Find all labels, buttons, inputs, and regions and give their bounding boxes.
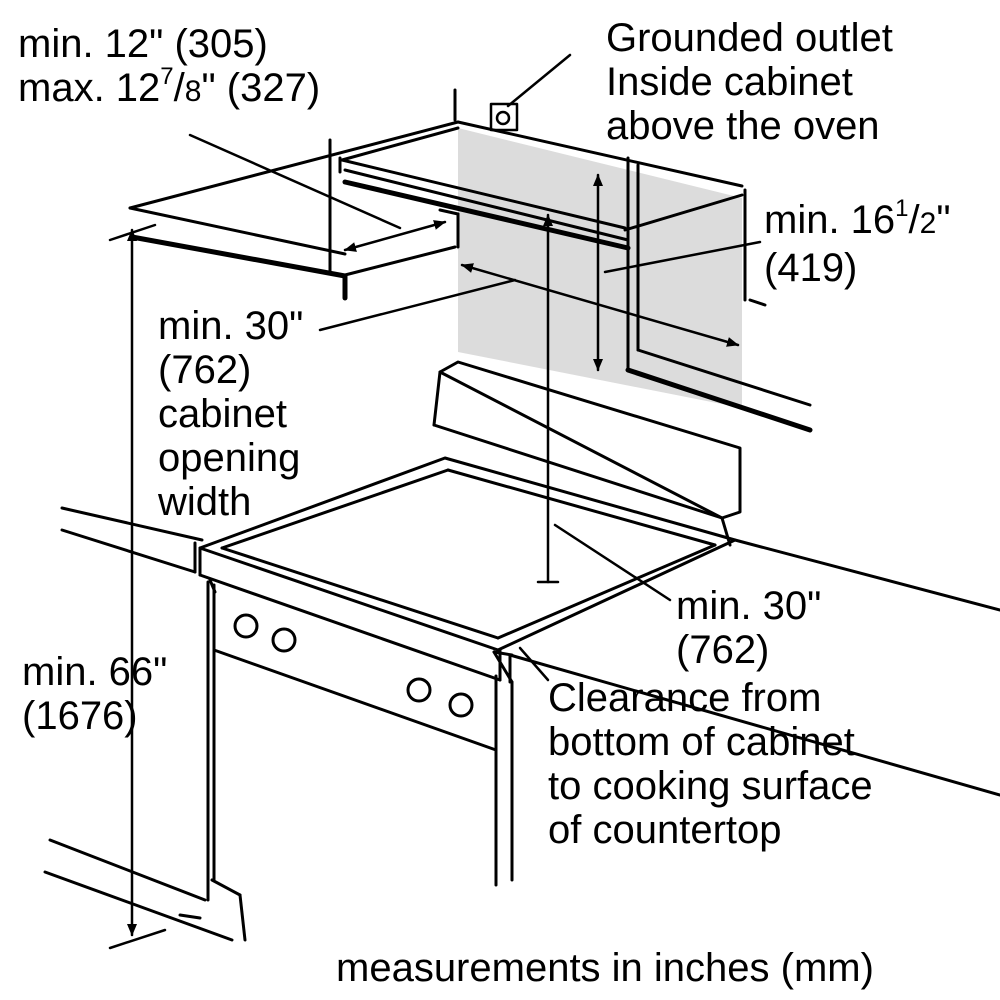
label-line: min. 161/2"	[764, 195, 951, 246]
label-units-footer: measurements in inches (mm)	[336, 946, 874, 990]
label-line: opening	[158, 436, 301, 480]
overhead-cabinet-left	[128, 88, 460, 301]
fraction-denominator: 8	[184, 75, 202, 108]
label-line: min. 12" (305)	[18, 22, 268, 66]
label-line: bottom of cabinet	[548, 720, 855, 764]
label-clearance-description: Clearance from bottom of cabinet to cook…	[548, 676, 873, 852]
label-line: of countertop	[548, 808, 782, 852]
shaded-wall-area	[458, 128, 742, 408]
label-line: Grounded outlet	[606, 16, 893, 60]
label-line: width	[158, 480, 252, 524]
label-clearance-value: min. 30" (762)	[676, 584, 821, 672]
label-line: (762)	[676, 628, 770, 672]
knob-icon	[271, 627, 297, 653]
fraction-numerator: 7	[160, 63, 174, 90]
dimension-cabinet-12	[188, 133, 447, 252]
label-line: Inside cabinet	[606, 60, 853, 104]
label-cabinet-depth-12: min. 12" (305) max. 127/8" (327)	[18, 22, 320, 114]
label-line: (419)	[764, 246, 858, 290]
label-line: above the oven	[606, 104, 880, 148]
label-overall-height: min. 66" (1676)	[22, 650, 167, 738]
dimension-opening-width	[318, 263, 740, 347]
leader-clearance	[518, 646, 550, 682]
cabinet-bottom-edges	[340, 120, 744, 251]
label-line: (1676)	[22, 694, 138, 738]
label-line: min. 30"	[676, 584, 822, 628]
label-fragment: max. 12	[18, 66, 161, 110]
fraction-denominator: 2	[919, 207, 937, 240]
fraction-separator: /	[908, 198, 920, 242]
label-line: cabinet	[158, 392, 287, 436]
label-opening-width: min. 30" (762) cabinet opening width	[158, 304, 303, 524]
label-fragment: min. 16	[764, 198, 896, 242]
knob-icon	[406, 677, 432, 703]
label-fragment: " (327)	[201, 66, 321, 110]
dimension-overall-height	[108, 223, 167, 950]
label-line: to cooking surface	[548, 764, 873, 808]
range-body	[198, 456, 737, 902]
label-fragment: "	[936, 198, 951, 242]
label-line: max. 127/8" (327)	[18, 63, 321, 114]
range-backguard	[432, 360, 742, 547]
fraction-numerator: 1	[895, 195, 909, 222]
control-knobs	[233, 613, 474, 718]
label-line: min. 66"	[22, 650, 168, 694]
label-line: (762)	[158, 348, 252, 392]
label-cabinet-depth-16: min. 161/2" (419)	[764, 195, 951, 291]
countertop-right	[492, 538, 1000, 882]
label-line: min. 30"	[158, 304, 304, 348]
label-line: Clearance from	[548, 676, 822, 720]
knob-icon	[448, 692, 474, 718]
knob-icon	[233, 613, 259, 639]
label-grounded-outlet: Grounded outlet Inside cabinet above the…	[606, 16, 893, 148]
outlet-icon	[489, 53, 572, 132]
fraction-separator: /	[173, 66, 185, 110]
